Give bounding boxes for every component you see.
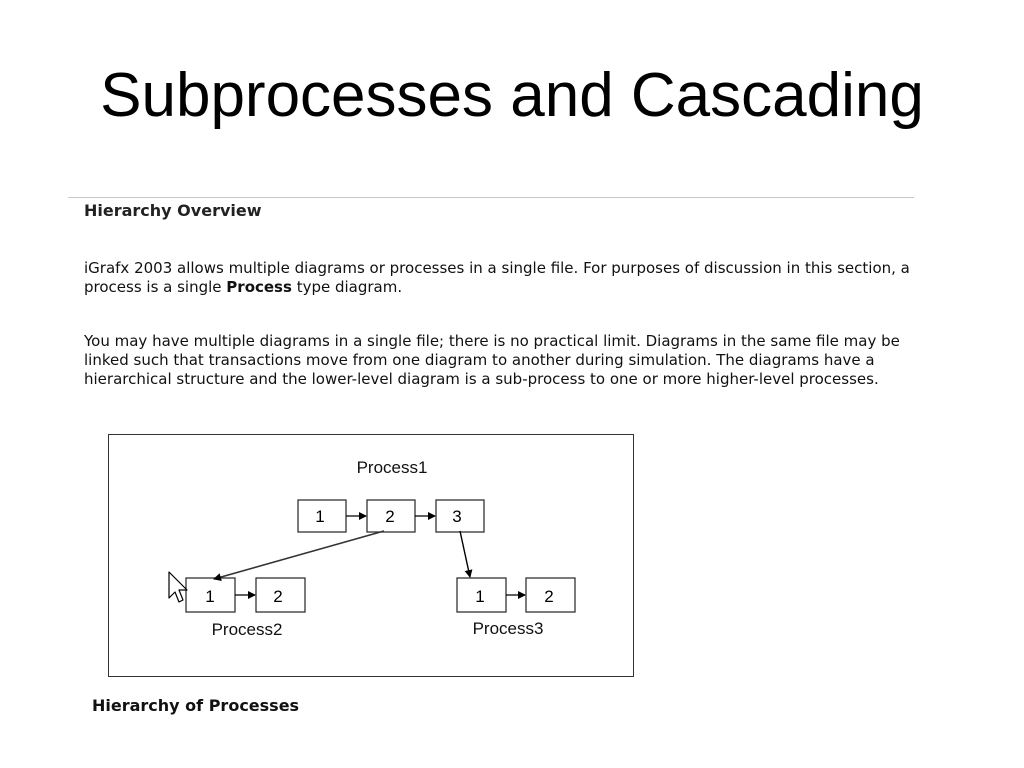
intro-text-start: iGrafx 2003 allows multiple diagrams or … [84, 259, 910, 296]
arrow-p1-step3-to-process3 [459, 530, 473, 578]
mouse-cursor-icon [168, 571, 188, 603]
process2-step-2-label: 2 [273, 587, 282, 606]
process3-step-1: 1 [456, 577, 507, 613]
arrow-p1-step2-to-process2 [213, 530, 385, 581]
process1-step-2: 2 [366, 499, 416, 533]
process3-step-1-label: 1 [475, 587, 484, 606]
process2-step-1: 1 [185, 577, 236, 613]
intro-text-end: type diagram. [291, 278, 403, 296]
hierarchy-paragraph: You may have multiple diagrams in a sing… [84, 332, 900, 388]
diagram-caption: Hierarchy of Processes [92, 696, 300, 715]
section-divider [68, 197, 914, 198]
process3-step-2: 2 [525, 577, 576, 613]
hierarchy-diagram: Process1 1 2 3 1 2 Process2 1 2 Process3 [108, 434, 634, 677]
process2-step-1-label: 1 [205, 587, 214, 606]
process2-step-2: 2 [255, 577, 306, 613]
process3-label: Process3 [473, 619, 544, 638]
process1-step-1: 1 [297, 499, 347, 533]
section-heading: Hierarchy Overview [84, 201, 262, 220]
process1-step-3: 3 [435, 499, 485, 533]
slide-title: Subprocesses and Cascading [100, 61, 924, 130]
diagram-frame [108, 434, 634, 677]
process1-step-2-label: 2 [385, 507, 394, 526]
process1-step-1-label: 1 [315, 507, 324, 526]
process1-step-3-label: 3 [452, 507, 461, 526]
process1-label: Process1 [357, 458, 428, 477]
process2-label: Process2 [212, 620, 283, 639]
intro-paragraph: iGrafx 2003 allows multiple diagrams or … [84, 259, 914, 297]
process3-step-2-label: 2 [544, 587, 553, 606]
process-term: Process [226, 278, 292, 296]
